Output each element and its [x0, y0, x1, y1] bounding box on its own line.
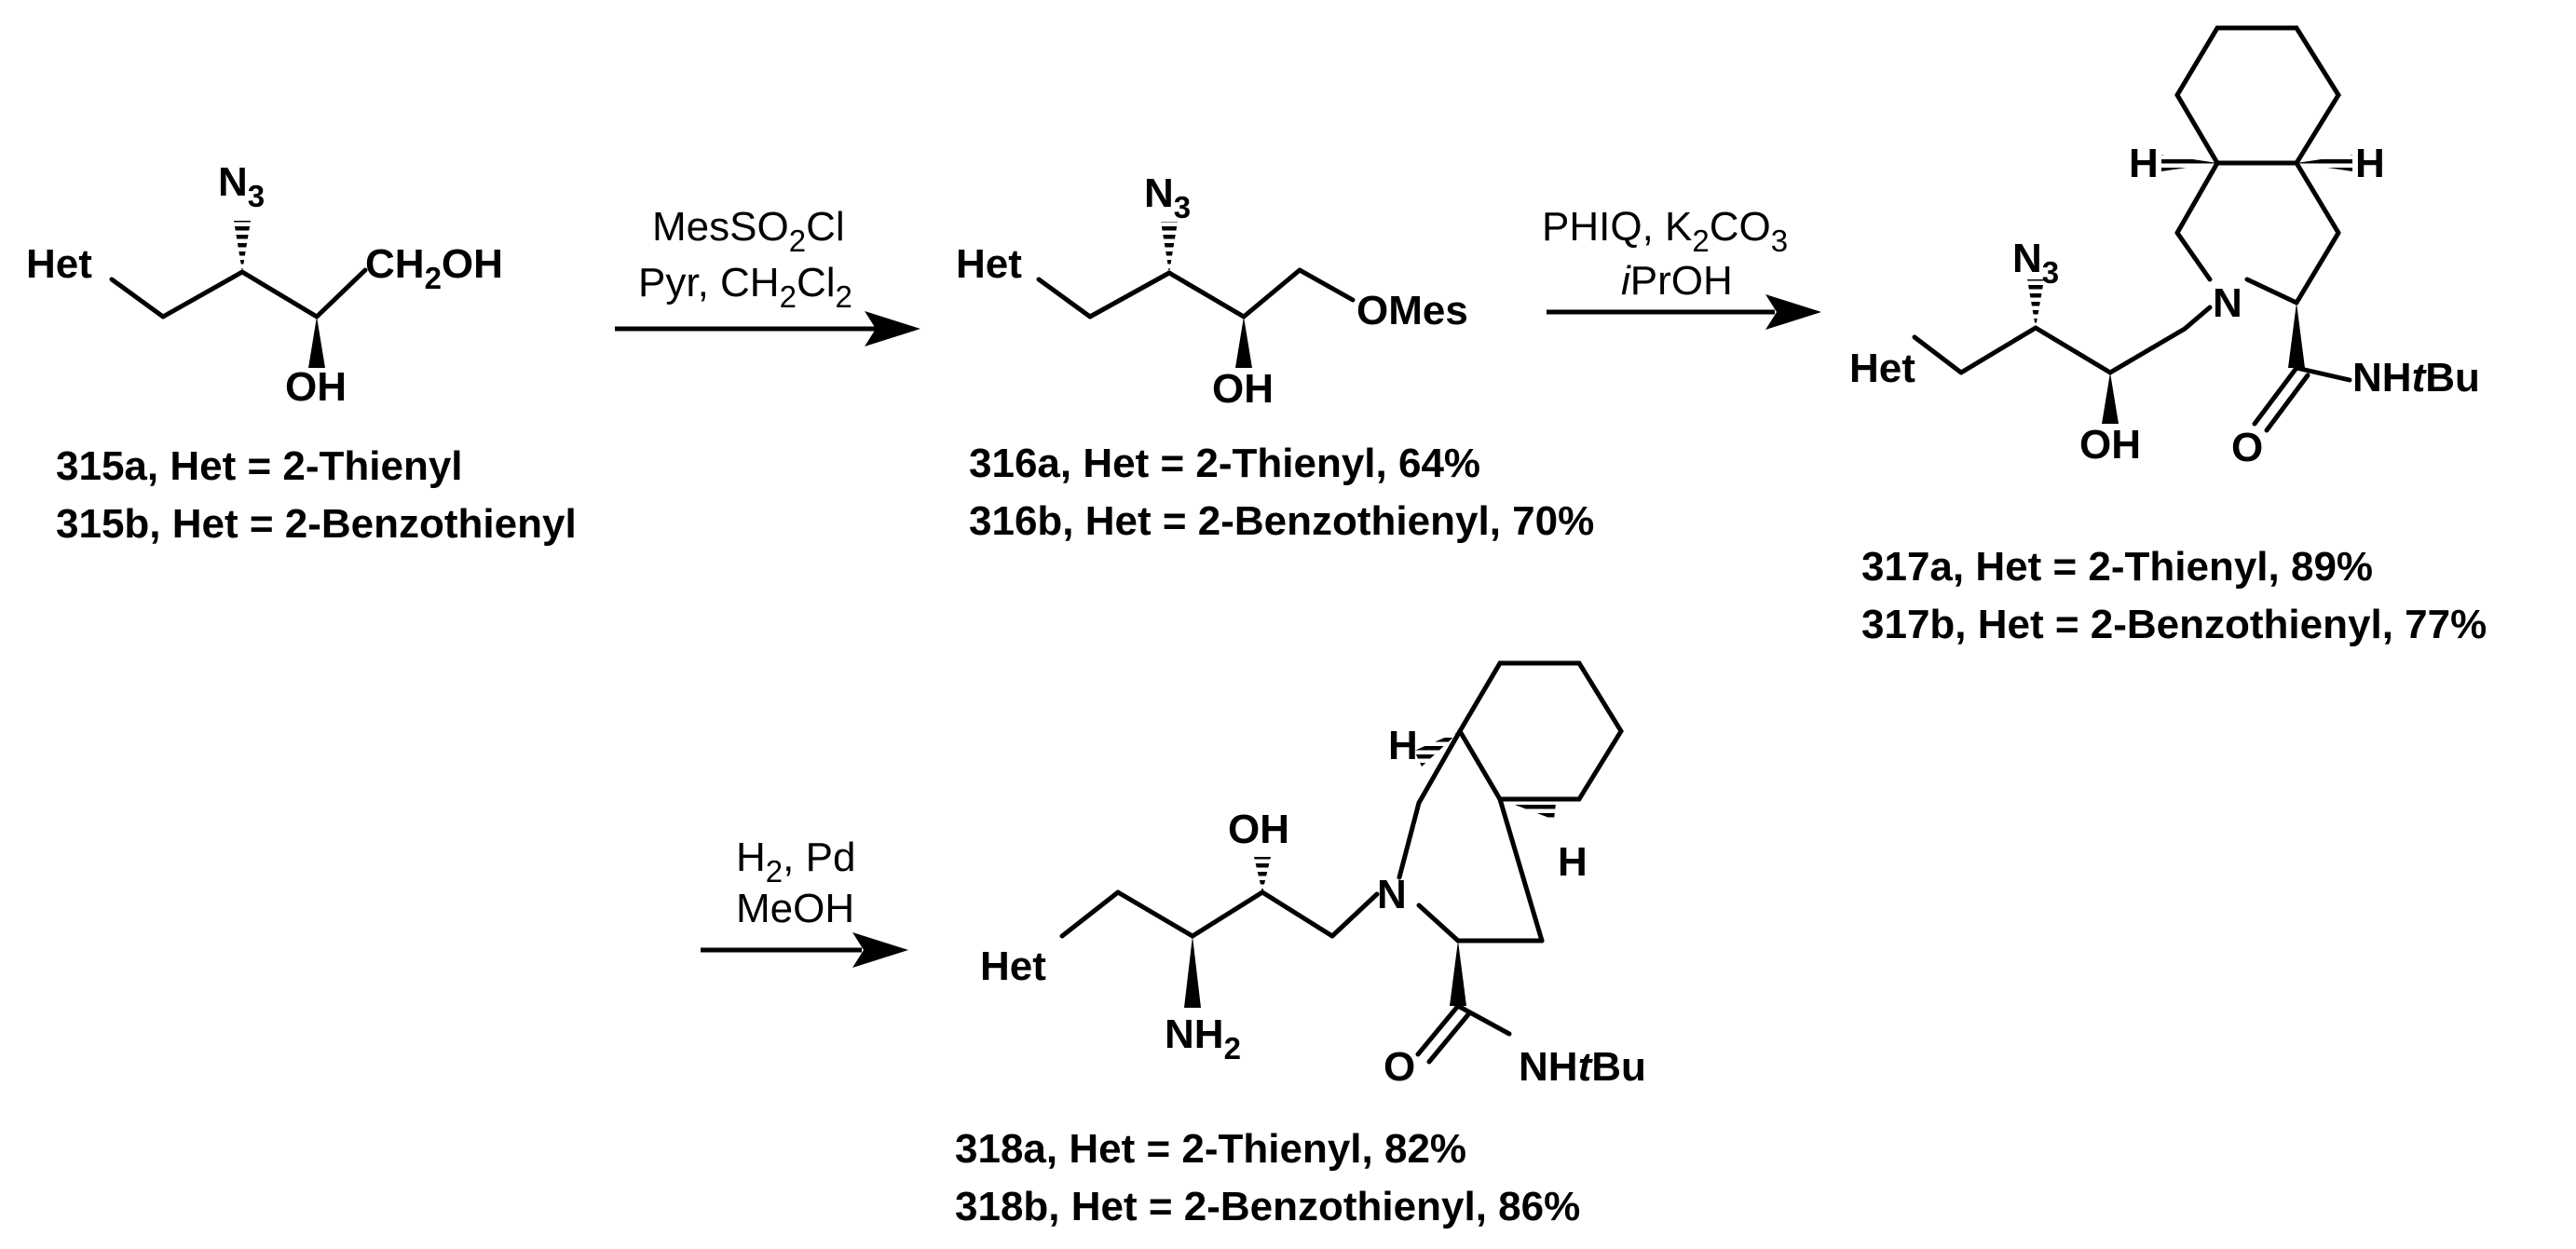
carbonyl-oxygen-label: O: [1383, 1044, 1415, 1090]
compound-316-structure: Het N3 OMes OH: [956, 170, 1468, 412]
het-label: Het: [980, 944, 1046, 989]
bridgehead-h-right: H: [2355, 141, 2385, 186]
hashed-wedge-bond: [2297, 155, 2352, 171]
hydroxyl-label: OH: [285, 364, 347, 410]
reagents-step-3: H2, Pd MeOH: [736, 835, 855, 931]
hashed-wedge-bond: [1254, 857, 1271, 892]
caption-316a: 316a, Het = 2-Thienyl, 64%: [969, 441, 1480, 486]
caption-315b: 315b, Het = 2-Benzothienyl: [56, 501, 577, 547]
caption-315a: 315a, Het = 2-Thienyl: [56, 443, 463, 489]
reagent-pyr-ch2cl2: Pyr, CH2Cl2: [638, 260, 852, 314]
reagent-h2-pd: H2, Pd: [736, 835, 855, 889]
solid-wedge-bond: [308, 317, 325, 368]
hashed-wedge-bond: [234, 221, 251, 272]
caption-318a: 318a, Het = 2-Thienyl, 82%: [955, 1126, 1466, 1172]
compound-316-caption: 316a, Het = 2-Thienyl, 64% 316b, Het = 2…: [969, 441, 1594, 544]
azide-label: N3: [1144, 170, 1191, 224]
nhtbu-label: NHtBu: [2352, 355, 2480, 400]
reaction-arrow-1: [615, 311, 920, 346]
reaction-arrow-2: [1547, 294, 1821, 330]
bridgehead-h-right: H: [1558, 839, 1588, 885]
hashed-wedge-bond: [2027, 279, 2044, 328]
ring-nitrogen-label: N: [2213, 280, 2242, 326]
solid-wedge-bond: [2102, 373, 2119, 424]
caption-317b: 317b, Het = 2-Benzothienyl, 77%: [1861, 602, 2487, 647]
hydroxyl-label: OH: [1212, 366, 1274, 412]
caption-318b: 318b, Het = 2-Benzothienyl, 86%: [955, 1184, 1580, 1229]
omes-label: OMes: [1356, 288, 1468, 333]
compound-317-structure: H H N O NHtBu Het N3 OH: [1849, 25, 2480, 470]
bridgehead-h-left: H: [2129, 141, 2159, 186]
amine-label: NH2: [1165, 1011, 1241, 1066]
het-label: Het: [1849, 346, 1915, 391]
hashed-wedge-bond: [1500, 799, 1556, 820]
azide-label: N3: [218, 159, 265, 213]
het-label: Het: [26, 241, 92, 287]
hydroxyl-label: OH: [2079, 422, 2141, 468]
caption-316b: 316b, Het = 2-Benzothienyl, 70%: [969, 498, 1594, 544]
hashed-wedge-bond: [1161, 222, 1178, 273]
compound-318-caption: 318a, Het = 2-Thienyl, 82% 318b, Het = 2…: [955, 1126, 1580, 1229]
reagents-step-1: MesSO2Cl Pyr, CH2Cl2: [638, 204, 852, 314]
nhtbu-label: NHtBu: [1519, 1044, 1646, 1090]
reagent-messo2cl: MesSO2Cl: [652, 204, 845, 258]
hydroxyl-label: OH: [1228, 807, 1289, 852]
reagent-iproh: iPrOH: [1621, 258, 1733, 304]
compound-318-structure: H H N O NHtBu Het OH NH2: [980, 660, 1646, 1090]
hashed-wedge-bond: [2161, 155, 2217, 171]
compound-315-structure: Het N3 CH2OH OH: [26, 159, 503, 410]
compound-315-caption: 315a, Het = 2-Thienyl 315b, Het = 2-Benz…: [56, 443, 577, 547]
carbonyl-oxygen-label: O: [2231, 425, 2263, 470]
reagent-meoh: MeOH: [736, 886, 854, 931]
solid-wedge-bond: [2288, 303, 2305, 368]
hashed-wedge-bond: [1414, 731, 1460, 767]
solid-wedge-bond: [1184, 936, 1201, 1008]
ring-nitrogen-label: N: [1377, 872, 1407, 917]
solid-wedge-bond: [1235, 317, 1252, 368]
compound-317-caption: 317a, Het = 2-Thienyl, 89% 317b, Het = 2…: [1861, 544, 2487, 647]
ch2oh-label: CH2OH: [365, 241, 503, 295]
azide-label: N3: [2012, 236, 2059, 290]
het-label: Het: [956, 241, 1022, 287]
caption-317a: 317a, Het = 2-Thienyl, 89%: [1861, 544, 2373, 590]
reagents-step-2: PHIQ, K2CO3 iPrOH: [1542, 204, 1788, 304]
bridgehead-h-left: H: [1388, 723, 1418, 768]
reagent-phiq-k2co3: PHIQ, K2CO3: [1542, 204, 1788, 258]
reaction-arrow-3: [701, 932, 908, 968]
solid-wedge-bond: [1450, 941, 1466, 1006]
